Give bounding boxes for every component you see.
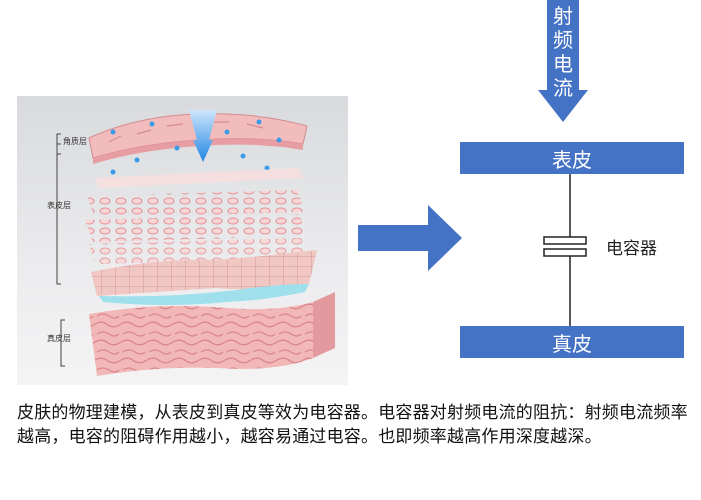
right-arrow-icon xyxy=(358,205,462,271)
water-droplets xyxy=(110,119,282,175)
capacitor-circuit xyxy=(543,174,587,326)
dermis-bracket xyxy=(60,319,65,367)
capacitor-plate-bottom xyxy=(543,248,587,257)
epidermis-box-label: 表皮 xyxy=(552,147,592,172)
rf-current-label: 射频电流 xyxy=(553,4,573,100)
skin-layer-illustration: 角质层 表皮层 真皮层 xyxy=(17,96,348,385)
down-arrow-icon xyxy=(538,0,588,122)
epidermis-layer-box: 表皮 xyxy=(460,142,684,174)
dermis-layer-box: 真皮 xyxy=(460,326,684,358)
epidermis-cell-layers xyxy=(85,168,309,264)
layer-labels: 角质层 表皮层 真皮层 xyxy=(47,133,87,367)
epidermis-bracket xyxy=(56,143,61,285)
capacitor-label: 电容器 xyxy=(606,239,657,259)
stratum-corneum-label: 角质层 xyxy=(63,136,87,146)
dermis-block xyxy=(89,292,335,376)
epidermis-label: 表皮层 xyxy=(47,200,71,210)
moisture-drop-arrow xyxy=(189,110,217,162)
dermis-box-label: 真皮 xyxy=(552,331,592,356)
caption-text: 皮肤的物理建模，从表皮到真皮等效为电容器。电容器对射频电流的阻抗：射频电流频率越… xyxy=(17,403,688,447)
basal-grid-layer xyxy=(91,250,317,305)
capacitor-plate-top xyxy=(543,236,587,245)
dermis-label: 真皮层 xyxy=(47,333,71,343)
